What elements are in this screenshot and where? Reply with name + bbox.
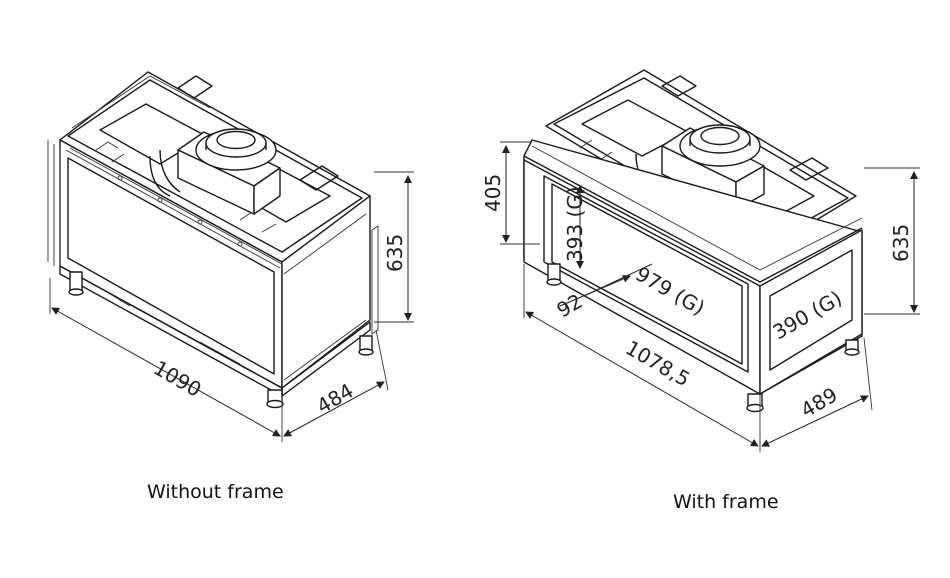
dimension-glass-height: 393 (G) — [563, 186, 587, 262]
caption-with-frame: With frame — [673, 491, 779, 513]
caption-without-frame: Without frame — [147, 481, 284, 503]
dimension-depth: 484 — [313, 378, 358, 418]
dimension-frame-height: 405 — [481, 174, 505, 212]
fireplace-without-frame — [47, 71, 379, 409]
dimension-length: 1090 — [150, 356, 206, 402]
dimension-depth: 489 — [797, 382, 842, 422]
dimension-height: 635 — [889, 224, 913, 262]
dimension-height: 635 — [383, 234, 407, 272]
